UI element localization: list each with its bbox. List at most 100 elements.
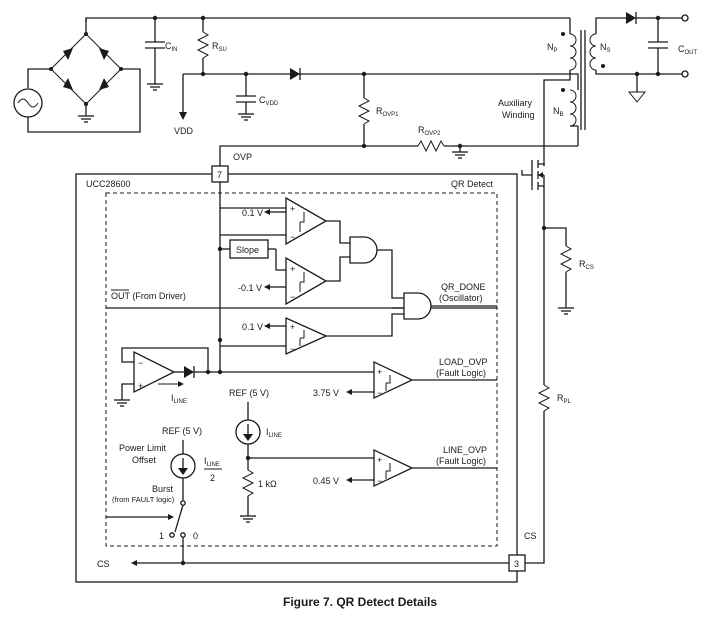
and-gate-1 (349, 236, 378, 264)
ucc28600-chip-outline (75, 173, 518, 583)
ovp-wire (219, 145, 418, 166)
offset-label: Offset (132, 455, 156, 465)
ref-5v-label-a: REF (5 V) (229, 388, 269, 398)
mosfet-switch (531, 160, 545, 200)
ovp-label: OVP (233, 152, 252, 162)
iline-arrow-icon (178, 381, 184, 387)
current-arrow-icon (243, 434, 253, 441)
ground-icon (238, 113, 254, 121)
svg-text:+: + (290, 264, 295, 274)
cs-pin-label: CS (524, 531, 537, 541)
ground-icon (78, 115, 94, 123)
hysteresis-icon (299, 272, 305, 292)
svg-text:−: − (138, 358, 143, 368)
rcs-top-wire (544, 227, 567, 246)
ref-neg-0v1-label: -0.1 V (238, 283, 262, 293)
vdd-rail-wire (183, 73, 579, 90)
rpl-label: RPL (557, 393, 572, 405)
line-diode-icon (184, 366, 194, 378)
burst-source-label: (from FAULT logic) (112, 495, 175, 504)
oscillator-label: (Oscillator) (439, 293, 483, 303)
r-1k-resistor (241, 469, 255, 497)
ns-label: NS (600, 42, 611, 54)
line-ovp-label: LINE_OVP (443, 445, 487, 455)
qr-done-label: QR_DONE (441, 282, 486, 292)
iline2-label: ILINE (266, 427, 282, 439)
output-terminal (681, 70, 689, 78)
pin-7-number: 7 (217, 170, 222, 180)
aux-winding-label-2: Winding (502, 110, 535, 120)
and-gate-2 (403, 292, 432, 320)
ref-0v1-label: 0.1 V (242, 208, 263, 218)
iline3-label: ILINE (204, 456, 220, 468)
chip-name: UCC28600 (86, 179, 131, 189)
ground-icon (240, 515, 256, 523)
comparator-1 (285, 196, 328, 246)
rovp1-resistor (357, 97, 371, 125)
svg-text:+: + (138, 381, 143, 391)
switch-pos-0: 0 (193, 531, 198, 541)
cin-label: CIN (165, 41, 178, 53)
line-ovp-comparator (373, 448, 414, 488)
gate-wire (521, 170, 532, 176)
np-label: NP (547, 42, 558, 54)
current-arrow-icon (178, 468, 188, 475)
cin-capacitor (145, 41, 165, 49)
comparator-3 (285, 316, 328, 356)
top-rail-wire (85, 17, 570, 22)
iline3-divisor: 2 (210, 473, 215, 483)
slope-label: Slope (236, 245, 259, 255)
hysteresis-icon (299, 212, 305, 232)
cs-output-label: CS (97, 559, 110, 569)
rovp2-resistor (417, 139, 445, 153)
r-1k-label: 1 kΩ (258, 479, 277, 489)
fault-logic-label-2: (Fault Logic) (436, 456, 486, 466)
vdd-arrow-icon (179, 112, 187, 120)
svg-text:+: + (290, 322, 295, 332)
out-from-driver-label: OUT (From Driver) (111, 291, 186, 301)
qr-detect-title: QR Detect (451, 179, 494, 189)
vdd-diode-icon (290, 68, 300, 80)
cout-label: COUT (678, 44, 698, 56)
svg-text:+: + (290, 204, 295, 214)
hysteresis-icon (299, 330, 305, 346)
ground-icon (452, 151, 468, 159)
cout-capacitor (648, 41, 668, 49)
hysteresis-icon (385, 375, 391, 391)
ref-3v75-label: 3.75 V (313, 388, 339, 398)
rpl-resistor (537, 384, 551, 412)
comparator-2 (285, 256, 328, 306)
qr-detect-block (105, 192, 498, 547)
burst-label: Burst (152, 484, 174, 494)
load-ovp-comparator (373, 360, 414, 400)
fault-logic-label-1: (Fault Logic) (436, 368, 486, 378)
svg-text:−: − (377, 476, 382, 486)
svg-text:−: − (290, 232, 295, 242)
ref-0v45-label: 0.45 V (313, 476, 339, 486)
ground-icon (114, 399, 130, 407)
hysteresis-icon (385, 463, 391, 479)
rpl-to-cs-wire (525, 411, 545, 564)
svg-text:−: − (377, 388, 382, 398)
transformer (543, 18, 605, 150)
svg-text:−: − (290, 344, 295, 354)
cvdd-capacitor (236, 95, 256, 103)
ground-icon (147, 83, 163, 91)
ground-icon (558, 307, 574, 315)
output-terminal (681, 14, 689, 22)
pin-3-number: 3 (514, 559, 519, 569)
aux-winding-label-1: Auxiliary (498, 98, 533, 108)
ac-return-wire (27, 68, 141, 133)
sec-top-wire (595, 17, 626, 34)
rovp2-label: ROVP2 (418, 125, 441, 137)
iline-label: ILINE (171, 393, 187, 405)
ref-5v-label-b: REF (5 V) (162, 426, 202, 436)
svg-text:+: + (377, 455, 382, 465)
rsu-resistor (196, 31, 210, 59)
rovp1-label: ROVP1 (376, 106, 399, 118)
bridge-rectifier (49, 32, 123, 106)
secondary-ground-icon (627, 91, 647, 103)
power-limit-label: Power Limit (119, 443, 167, 453)
rcs-resistor (559, 245, 573, 273)
